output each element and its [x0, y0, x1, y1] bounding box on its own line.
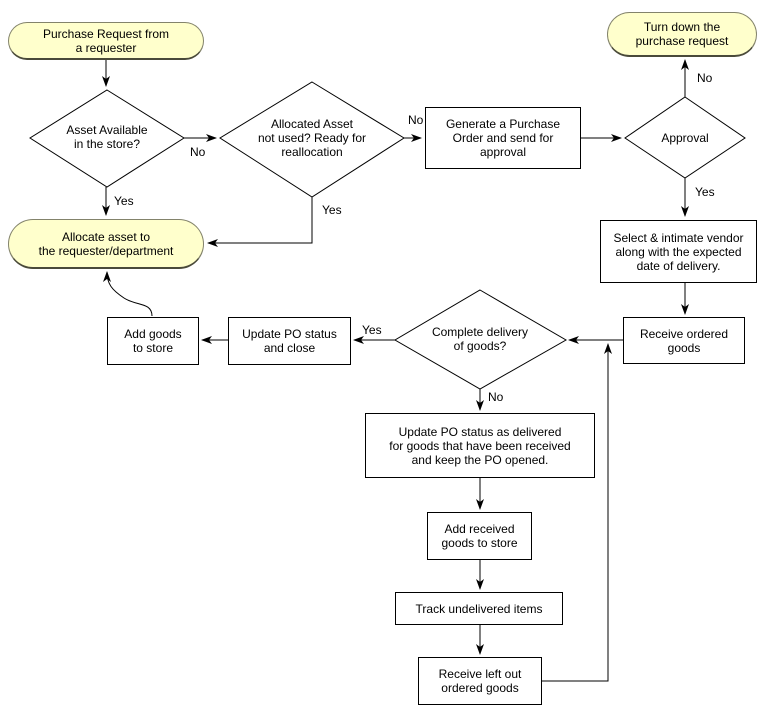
- edge-label-allocated-asset-yes: Yes: [322, 203, 342, 217]
- node-receive-goods: Receive ordered goods: [623, 317, 745, 364]
- node-track-undelivered: Track undelivered items: [395, 592, 563, 625]
- edge-label-complete-delivery-no: No: [488, 390, 504, 404]
- node-update-po-open: Update PO status as delivered for goods …: [365, 413, 595, 478]
- edge-label-approval-no: No: [697, 71, 713, 85]
- edge-label-asset-available-no: No: [190, 145, 206, 159]
- node-add-received: Add received goods to store: [427, 512, 532, 560]
- edge-label-allocated-asset-no: No: [408, 113, 424, 127]
- edge-label-asset-available-yes: Yes: [114, 194, 134, 208]
- node-turn-down: Turn down the purchase request: [607, 12, 757, 57]
- edge-label-complete-delivery-yes: Yes: [362, 323, 382, 337]
- node-select-vendor: Select & intimate vendor along with the …: [600, 220, 757, 283]
- node-update-po-close: Update PO status and close: [228, 317, 351, 365]
- decision-complete-delivery-label: Complete delivery of goods?: [431, 325, 529, 353]
- node-receive-left-out: Receive left out ordered goods: [418, 657, 542, 705]
- decision-allocated-asset-label: Allocated Asset not used? Ready for real…: [257, 117, 367, 159]
- node-add-goods-store: Add goods to store: [107, 317, 199, 365]
- edge-allocated-asset-yes: [207, 197, 313, 247]
- node-start: Purchase Request from a requester: [8, 22, 204, 60]
- node-generate-po: Generate a Purchase Order and send for a…: [425, 107, 581, 169]
- edge-add-goods-to-allocate-asset: [103, 271, 153, 317]
- edge-label-approval-yes: Yes: [695, 185, 715, 199]
- decision-approval-label: Approval: [661, 131, 709, 145]
- decision-asset-available-shape: [29, 89, 185, 188]
- node-allocate-asset: Allocate asset to the requester/departme…: [8, 219, 204, 269]
- decision-asset-available-label: Asset Available in the store?: [66, 123, 148, 151]
- edge-receive-left-out-to-receive-goods: [542, 343, 612, 682]
